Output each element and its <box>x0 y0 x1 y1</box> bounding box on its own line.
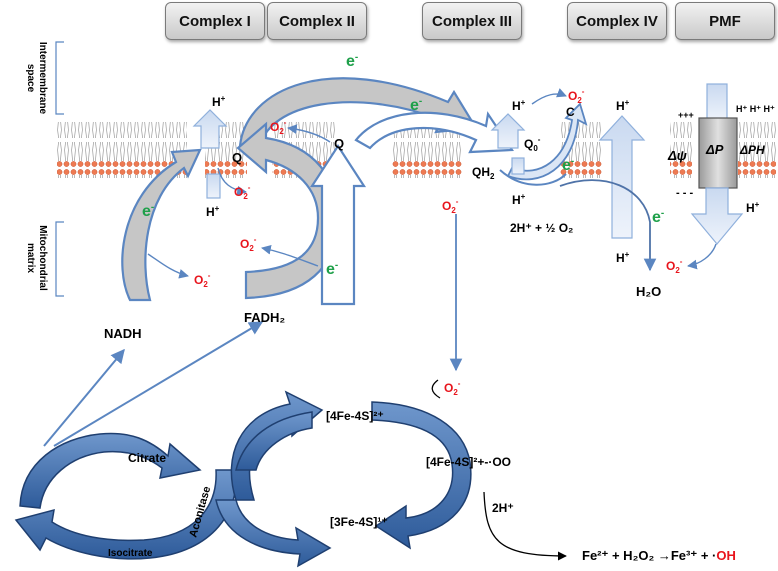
pmf-protons: H⁺ H⁺ H⁺ <box>736 104 775 114</box>
citrate-label: Citrate <box>128 451 166 465</box>
fadh2-label: FADH₂ <box>244 310 285 325</box>
superoxide-complex-iii-top: O2- <box>568 87 585 105</box>
o2-attach-line <box>431 379 441 399</box>
pmf-top-channel <box>706 83 728 121</box>
cytochrome-c-label: C <box>566 105 575 119</box>
cluster-4fe4s-oo: [4Fe-4S]²+-·OO <box>426 455 511 469</box>
nadh-curved-arrow <box>121 148 202 302</box>
two-protons-label: 2H⁺ <box>492 501 514 515</box>
superoxide-complex-ii: O2- <box>240 235 257 253</box>
pmf-plus: +++ <box>678 110 694 120</box>
electron-top: e- <box>346 52 358 70</box>
cluster-3fe4s: [3Fe-4S]¹⁺ <box>330 515 388 529</box>
pmf-dp: ΔP <box>705 142 724 157</box>
header-pmf: PMF <box>675 2 775 40</box>
electron-complex-ii: e- <box>326 260 338 278</box>
proton-complex-iii-top: H+ <box>512 98 526 113</box>
pmf-minus: - - - <box>676 187 693 199</box>
header-complex-ii: Complex II <box>267 2 367 40</box>
water-arrow <box>559 179 657 272</box>
superoxide-matrix: O2- <box>194 271 211 289</box>
q-complex-i: Q <box>232 150 242 165</box>
proton-complex-i-top: H+ <box>212 94 226 109</box>
electron-complex-iii-c: e- <box>562 156 574 174</box>
pmf-dph: ΔPH <box>739 143 765 157</box>
electron-complex-iv: e- <box>652 208 664 226</box>
isocitrate-label: Isocitrate <box>108 548 153 559</box>
complex-ii-up-arrow <box>309 143 367 306</box>
tca-arc-top <box>19 432 202 509</box>
matrix-o2-arrow <box>147 253 189 279</box>
citrate-to-nadh-arrow <box>43 348 125 447</box>
pmf-box <box>698 117 738 189</box>
tca-arc-bottom <box>14 469 238 560</box>
citrate-to-fadh2-arrow <box>53 321 264 447</box>
qh2-label: QH2 <box>472 165 495 181</box>
superoxide-complex-i: O2- <box>234 183 251 201</box>
complex-ii-o2-lower-arrow <box>261 244 319 267</box>
header-complex-iv: Complex IV <box>567 2 667 40</box>
proton-complex-i-bottom: H+ <box>206 204 220 219</box>
superoxide-pmf: O2- <box>666 257 683 275</box>
pmf-psi: Δψ <box>667 148 687 163</box>
header-complex-iii: Complex III <box>422 2 522 40</box>
cluster-arc-right <box>371 401 472 550</box>
header-complex-i: Complex I <box>165 2 265 40</box>
intermembrane-label: Intermembranespace <box>25 42 48 115</box>
nadh-label: NADH <box>104 326 142 341</box>
complex-ii-o2-q-arrow <box>287 124 331 143</box>
water-label: H₂O <box>636 284 661 299</box>
electron-complex-i: e- <box>142 202 154 220</box>
complex-iii-proton-arrow <box>490 113 526 149</box>
complex-iv-proton-arrow <box>598 115 646 239</box>
electron-complex-iii: e- <box>410 96 422 114</box>
superoxide-cluster: O2- <box>444 379 461 397</box>
proton-complex-iv-bottom: H+ <box>616 250 630 265</box>
pmf-o2-arrow <box>687 243 717 270</box>
membrane-segment-7 <box>738 122 776 178</box>
complex-i-proton-channel <box>206 173 221 199</box>
aconitase-arc-up <box>230 390 324 501</box>
membrane-segment-6 <box>670 122 692 178</box>
proton-complex-iv-top: H+ <box>616 98 630 113</box>
complex-iii-proton-channel <box>511 157 525 175</box>
complex-i-proton-arrow <box>192 109 228 149</box>
matrix-bracket <box>55 221 64 297</box>
fenton-arrow <box>483 491 567 561</box>
superoxide-complex-ii-q: O2- <box>270 118 287 136</box>
complex-i-o2-arrow <box>217 167 247 196</box>
proton-complex-iii-bottom: H+ <box>512 192 526 207</box>
pmf-down-arrow <box>690 187 744 245</box>
complex-i-electron-arrow <box>238 77 478 148</box>
matrix-label: Mitochondrialmatrix <box>25 225 48 291</box>
complex-iii-o2-up-arrow <box>531 88 567 105</box>
oxygen-reaction: 2H⁺ + ½ O₂ <box>510 221 573 235</box>
aconitase-arc-down <box>215 499 332 568</box>
superoxide-complex-iii-bottom: O2- <box>442 197 459 215</box>
cluster-arc-left <box>235 411 313 471</box>
complex-iii-lower-loop-arrow <box>499 169 567 186</box>
cluster-4fe4s: [4Fe-4S]²⁺ <box>326 409 384 423</box>
proton-pmf-bottom: H+ <box>746 200 760 215</box>
qo-label: Q0- <box>524 135 541 153</box>
fenton-reaction: Fe²⁺ + H₂O₂ →Fe³⁺ + ·OH <box>582 548 736 563</box>
intermembrane-bracket <box>55 41 64 115</box>
q-complex-ii: Q <box>334 136 344 151</box>
